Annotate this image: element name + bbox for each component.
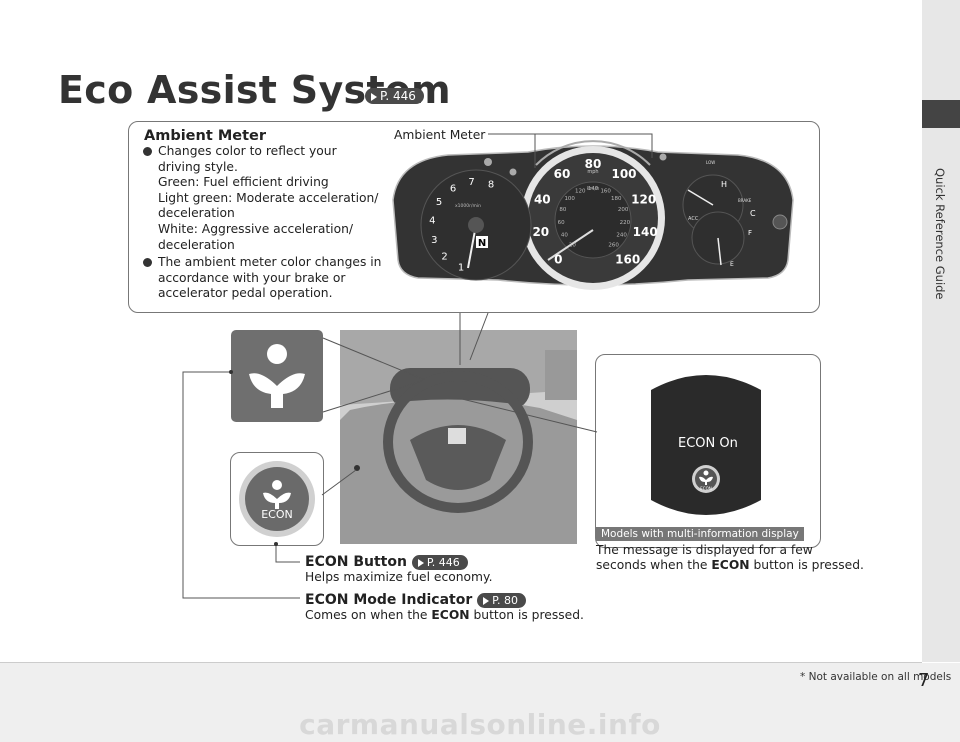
rpm-tick-3: 3 (431, 235, 437, 246)
title-page-ref-link[interactable]: P. 446 (365, 88, 424, 104)
steering-wheel (383, 371, 533, 513)
gear-indicator-label: N (478, 238, 486, 249)
rpm-tick-6: 6 (450, 184, 456, 195)
kmh-tick-140: 140 (588, 186, 599, 192)
footer-divider (0, 662, 922, 663)
speed-tick-0: 0 (554, 252, 562, 266)
speed-tick-120: 120 (631, 193, 656, 207)
side-tab-marker (922, 100, 960, 128)
econ-on-screen-text: ECON On (678, 436, 738, 451)
ambient-meter-bullet-1: Changes color to reflect your driving st… (143, 144, 383, 253)
kmh-tick-160: 160 (600, 189, 611, 195)
kmh-tick-120: 120 (575, 189, 586, 195)
bullet-icon (143, 147, 152, 156)
kmh-tick-240: 240 (616, 232, 627, 238)
footer-band (0, 663, 960, 742)
speed-tick-60: 60 (554, 167, 571, 181)
temp-gauge-needle (687, 189, 714, 206)
bullet-icon (143, 258, 152, 267)
temp-hi-label: H (721, 180, 727, 189)
speed-tick-100: 100 (611, 167, 636, 181)
ambient-meter-bullet-2: The ambient meter color changes in accor… (143, 255, 383, 302)
models-badge: Models with multi-information display (596, 527, 804, 541)
acc-label: ACC (688, 216, 699, 222)
arrow-icon (371, 92, 377, 101)
econ-button-page-ref-link[interactable]: P. 446 (411, 554, 468, 570)
seatbelt-icon (509, 168, 517, 176)
arrow-icon (417, 558, 424, 567)
speed-tick-160: 160 (615, 252, 640, 266)
econ-indicator-page-ref-link[interactable]: P. 80 (477, 592, 527, 608)
econ-button-icon-text: ECON (261, 508, 293, 521)
eco-leaf-icon (484, 158, 492, 166)
gear-indicator (476, 236, 488, 248)
ambient-meter-callout-box (128, 121, 820, 313)
speed-tick-40: 40 (534, 193, 551, 207)
eco-flower-icon (249, 344, 305, 408)
speed-unit-label: mph (587, 169, 598, 175)
rpm-tick-5: 5 (436, 197, 442, 208)
rpm-tick-4: 4 (429, 216, 435, 227)
ambient-meter-callout-label: Ambient Meter (394, 128, 486, 142)
tachometer-hub (468, 217, 484, 233)
kmh-tick-60: 60 (558, 220, 565, 226)
side-tab-label: Quick Reference Guide (933, 168, 947, 300)
multi-info-display-box: ECON (595, 354, 821, 548)
rpm-tick-8: 8 (488, 180, 494, 191)
multi-info-display: ECON (651, 375, 761, 515)
speed-tick-80: 80 (585, 157, 602, 171)
ambient-meter-heading: Ambient Meter (144, 128, 266, 144)
econ-button-description: Helps maximize fuel economy. (305, 570, 493, 584)
temp-lo-label: C (750, 209, 756, 218)
fuel-gauge-needle (717, 237, 722, 266)
econ-button-photo-box: ECON (230, 452, 324, 546)
kmh-tick-100: 100 (564, 196, 575, 202)
econ-indicator-icon-box (231, 330, 323, 422)
speed-tick-140: 140 (633, 225, 658, 239)
econ-display-icon-text: ECON (700, 486, 711, 491)
honda-emblem (448, 428, 466, 444)
fuel-empty-label: E (730, 261, 734, 268)
econ-indicator-heading: ECON Mode Indicator P. 80 (305, 592, 527, 608)
kmh-tick-180: 180 (611, 196, 622, 202)
kmh-tick-260: 260 (608, 243, 619, 249)
kmh-unit-label: km/h (587, 186, 600, 192)
kmh-tick-40: 40 (561, 232, 568, 238)
econ-button-location (354, 465, 360, 471)
speedometer-needle (547, 229, 594, 261)
fuel-full-label: F (748, 229, 752, 237)
speedometer-inner-face (554, 181, 632, 259)
kmh-tick-200: 200 (618, 207, 629, 213)
dashboard-photo (340, 330, 577, 544)
kmh-tick-20: 20 (569, 243, 576, 249)
center-console (545, 350, 577, 400)
low-label: LOW (706, 160, 715, 165)
brake-label: BRAKE (738, 198, 752, 203)
econ-message-text: The message is displayed for a few secon… (596, 543, 864, 572)
rpm-tick-1: 1 (458, 262, 464, 273)
page-number: 7 (918, 670, 930, 691)
rpm-unit-label: x1000r/min (455, 203, 481, 209)
rpm-tick-7: 7 (468, 177, 474, 188)
watermark: carmanualsonline.info (299, 708, 661, 741)
econ-indicator-description: Comes on when the ECON button is pressed… (305, 608, 584, 622)
econ-button-heading: ECON Button P. 446 (305, 554, 468, 570)
kmh-tick-80: 80 (559, 207, 566, 213)
footnote: * Not available on all models (800, 671, 952, 683)
trip-knob (772, 214, 788, 230)
kmh-tick-220: 220 (620, 220, 631, 226)
headlight-icon (659, 153, 667, 161)
arrow-icon (483, 596, 490, 605)
econ-button-icon: ECON (239, 461, 315, 537)
speed-tick-20: 20 (532, 225, 549, 239)
rpm-tick-2: 2 (441, 252, 447, 263)
